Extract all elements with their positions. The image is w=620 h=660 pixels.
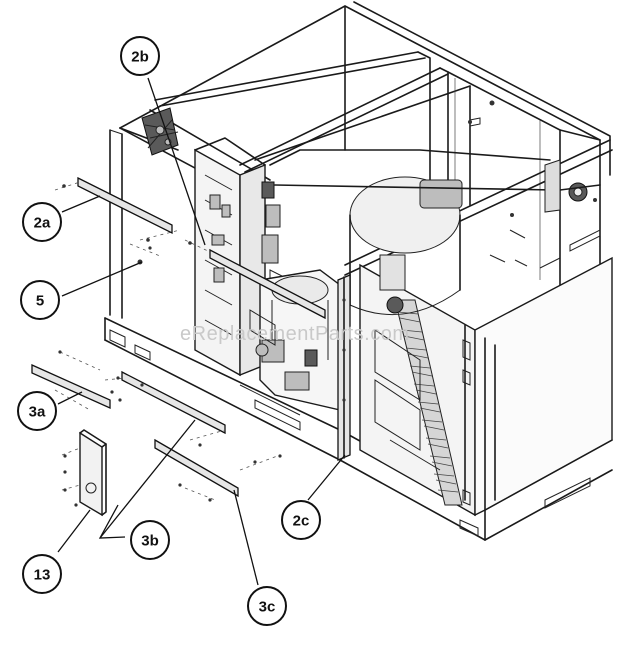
callout-label-2b: 2b: [131, 49, 149, 66]
strip-3a: [31, 363, 111, 410]
leader-lines: [57, 77, 346, 586]
callout-3b[interactable]: 3b: [130, 520, 170, 560]
watermark-text: eReplacementParts.com: [180, 323, 409, 345]
callout-label-3c: 3c: [259, 599, 276, 616]
callout-5[interactable]: 5: [20, 280, 60, 320]
callout-label-3b: 3b: [141, 533, 159, 550]
callout-label-2c: 2c: [293, 513, 310, 530]
callout-2c[interactable]: 2c: [281, 500, 321, 540]
divider-panel-2c: [337, 274, 351, 461]
strip-3b: [121, 370, 226, 435]
callout-3c[interactable]: 3c: [247, 586, 287, 626]
cover-plate-13: [79, 431, 103, 517]
coil-hatch: [394, 299, 463, 506]
callout-3a[interactable]: 3a: [17, 391, 57, 431]
callout-label-2a: 2a: [34, 215, 51, 232]
callout-label-13: 13: [34, 567, 51, 584]
bracket-2b: [209, 248, 326, 320]
compressor-area: [239, 269, 341, 416]
blower-assembly: [269, 100, 601, 471]
callout-13[interactable]: 13: [22, 554, 62, 594]
bracket-2a: [77, 176, 173, 235]
callout-2a[interactable]: 2a: [22, 202, 62, 242]
unit-cabinet: [104, 1, 613, 541]
exploded-parts: [31, 176, 326, 517]
strip-3c: [154, 438, 239, 498]
callout-2b[interactable]: 2b: [120, 36, 160, 76]
callout-label-3a: 3a: [29, 404, 46, 421]
callout-label-5: 5: [36, 293, 44, 310]
